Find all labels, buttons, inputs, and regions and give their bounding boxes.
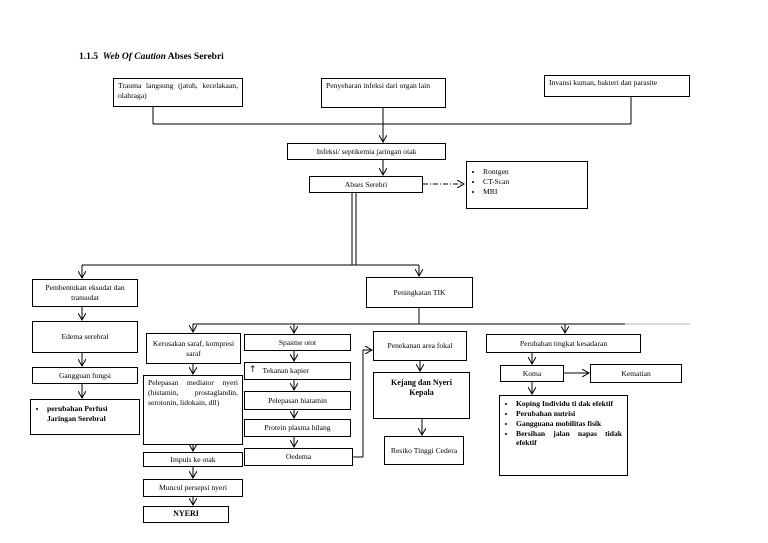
edema-box: Edema serebral	[32, 321, 138, 353]
infeksi-box: Infeksi/ septikemia jaringan otak	[287, 143, 446, 160]
diagnostic-item: MRI	[483, 187, 583, 197]
pelepasan-mediator-box: Pelepasan mediator nyeri (histamin, pros…	[143, 375, 243, 445]
diagnostic-item: Rontgen	[483, 167, 583, 177]
spasme-box: Spasme otot	[244, 334, 351, 351]
invansi-box: Invansi kuman, bakteri dan parasite	[544, 75, 690, 97]
resiko-box: Resiko Tinggi Cedera	[384, 436, 464, 465]
nursing-diagnosis-item: Bersihan jalan napas tidak efektif	[516, 429, 622, 449]
peningkatan-tik-box: Peningkatan TIK	[366, 277, 473, 308]
oedema-box: Oedema	[244, 448, 353, 466]
page-title: 1.1.5 Web Of Caution Abses Serebri	[79, 52, 224, 62]
kematian-box: Kematian	[590, 364, 682, 383]
perfusi-diagnosis: perubahan Perfusi Jaringan Serebral	[47, 404, 135, 424]
trauma-box: Trauma langsung (jatuh, kecelakaan, olah…	[113, 78, 243, 107]
perubahan-kesadaran-box: Perubahan tingkat kesadaran	[486, 334, 641, 353]
kejang-box: Kejang dan Nyeri Kepala	[373, 372, 470, 419]
nursing-diagnosis-item: Koping Individu ti dak efektif	[516, 399, 622, 409]
tekanan-box: ↑ Tekanan kapier	[244, 362, 351, 380]
increase-arrow-icon: ↑	[249, 365, 257, 376]
pembentukan-box: Pembentukan eksudat dan transudat	[32, 279, 138, 307]
koma-box: Koma	[500, 365, 564, 382]
tekanan-label: Tekanan kapier	[262, 366, 310, 376]
perfusi-diagnosis-box: perubahan Perfusi Jaringan Serebral	[30, 399, 140, 435]
muncul-box: Muncul persepsi nyeri	[143, 479, 243, 497]
impuls-box: Impuls ke otak	[143, 452, 243, 467]
penekanan-box: Penekanan area fokal	[373, 331, 467, 361]
nursing-diagnosis-item: Perubahan nutrisi	[516, 409, 622, 419]
nyeri-box: NYERI	[143, 506, 229, 523]
kerusakan-box: Kerusakan saraf, kompresi saraf	[146, 333, 241, 364]
nursing-diagnoses-box: Koping Individu ti dak efektif Perubahan…	[499, 395, 628, 476]
gangguan-fungsi-box: Gangguan fungsi	[32, 367, 138, 384]
diagnostics-box: Rontgen CT-Scan MRI	[466, 161, 588, 209]
protein-box: Protein plasma hilang	[244, 419, 351, 437]
diagnostic-item: CT-Scan	[483, 177, 583, 187]
hiatamin-box: Pelepasan hiatamin	[244, 391, 351, 410]
penyebaran-box: Penyebaran infeksi dari organ lain	[321, 78, 446, 108]
nursing-diagnosis-item: Gangguana mobilitas fisik	[516, 419, 622, 429]
abses-box: Abses Serebri	[309, 176, 423, 193]
